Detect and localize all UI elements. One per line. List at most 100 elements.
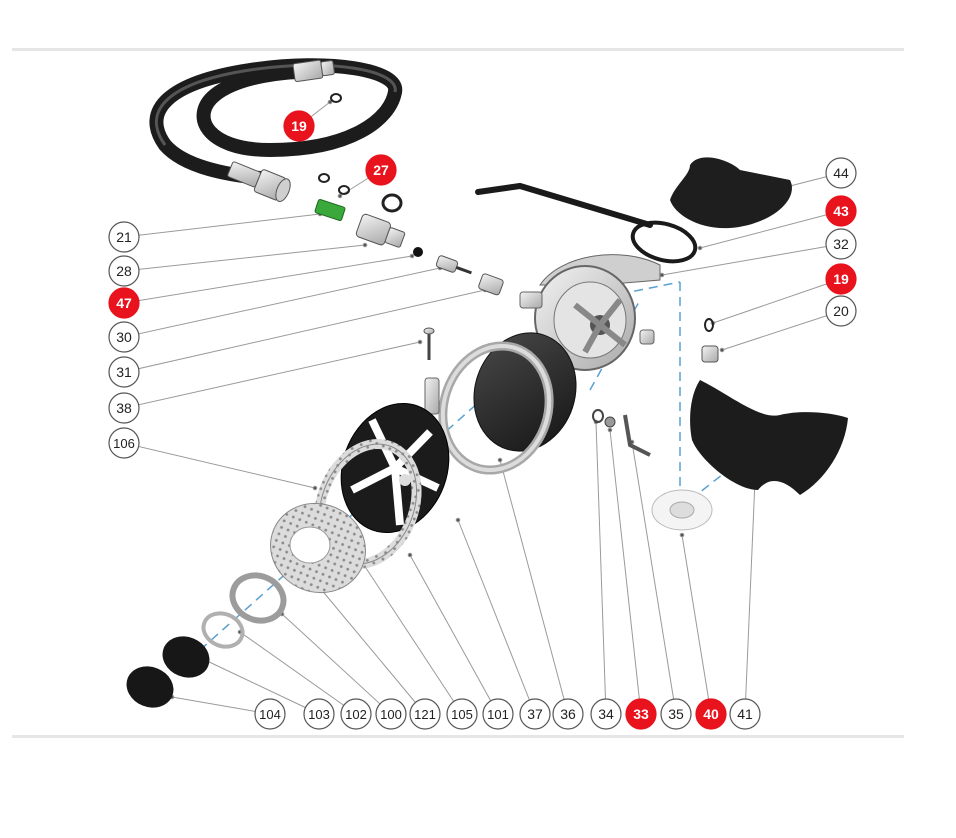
callout-badge — [552, 698, 584, 730]
leader-line-104 — [171, 696, 271, 715]
callout-44: 44 — [825, 157, 857, 189]
leader-tip — [417, 339, 423, 345]
o-ring-parts — [318, 93, 714, 332]
callout-badge — [519, 698, 551, 730]
callout-20: 20 — [825, 295, 857, 327]
callout-label: 19 — [291, 118, 307, 134]
callout-label: 21 — [116, 229, 132, 245]
tie-strap — [475, 182, 698, 264]
bushing — [478, 273, 504, 296]
leader-line-36 — [499, 459, 569, 715]
callout-badge — [108, 356, 140, 388]
callout-label: 100 — [380, 707, 402, 722]
callout-badge — [108, 321, 140, 353]
leader-tip — [607, 427, 613, 433]
callout-badge — [254, 698, 286, 730]
leader-line-121 — [314, 581, 426, 715]
callout-label: 19 — [833, 271, 849, 287]
callout-label: 101 — [487, 707, 509, 722]
green-fitting — [314, 199, 346, 221]
hose-assembly — [149, 58, 403, 202]
purge-button — [162, 636, 210, 678]
leader-line-20 — [721, 310, 842, 351]
callout-label: 41 — [737, 706, 753, 722]
leader-line-37 — [457, 519, 536, 715]
callout-label: 40 — [703, 706, 719, 722]
leader-tip — [719, 347, 725, 353]
callout-105: 105 — [446, 698, 478, 730]
clamp-ring — [424, 341, 554, 475]
callout-31: 31 — [108, 356, 140, 388]
small-o-ring — [413, 247, 423, 257]
callout-label: 30 — [116, 329, 132, 345]
leader-line-43 — [699, 210, 842, 249]
callout-badge — [108, 255, 140, 287]
bottom-divider — [12, 735, 904, 738]
callout-label: 121 — [414, 707, 436, 722]
callout-badge — [108, 427, 140, 459]
exhaust-washers — [592, 409, 651, 457]
dust-cap — [126, 666, 174, 708]
callout-34: 34 — [590, 698, 622, 730]
perforated-cover — [270, 502, 366, 594]
leader-line-33 — [609, 429, 642, 715]
callout-label: 38 — [116, 400, 132, 416]
callout-label: 106 — [113, 436, 135, 451]
purge-ring — [229, 572, 287, 624]
callout-100: 100 — [375, 698, 407, 730]
leader-tip — [312, 485, 318, 491]
leader-line-34 — [595, 421, 607, 715]
cap-nut — [701, 345, 719, 363]
callout-label: 20 — [833, 303, 849, 319]
callout-badge — [825, 195, 857, 227]
callout-badge — [283, 110, 315, 142]
leader-line-105 — [361, 561, 463, 715]
callout-106: 106 — [108, 427, 140, 459]
leader-line-41 — [744, 479, 756, 715]
callout-label: 27 — [373, 162, 389, 178]
callout-label: 28 — [116, 263, 132, 279]
callout-label: 105 — [451, 707, 473, 722]
callout-badge — [482, 698, 514, 730]
valve-pin — [435, 255, 472, 275]
callout-badge — [446, 698, 478, 730]
callout-label: 35 — [668, 706, 684, 722]
leader-line-38 — [123, 341, 421, 409]
callout-33: 33 — [625, 698, 657, 730]
leader-tip — [659, 272, 665, 278]
callout-121: 121 — [409, 698, 441, 730]
callout-badge — [409, 698, 441, 730]
callout-badge — [303, 698, 335, 730]
callout-label: 47 — [116, 295, 132, 311]
callout-label: 37 — [527, 706, 543, 722]
callout-badge — [375, 698, 407, 730]
leader-tip — [679, 532, 685, 538]
leader-tip — [362, 242, 368, 248]
callout-101: 101 — [482, 698, 514, 730]
callout-36: 36 — [552, 698, 584, 730]
callout-19: 19 — [825, 263, 857, 295]
leader-line-32 — [661, 243, 842, 276]
callout-28: 28 — [108, 255, 140, 287]
callout-40: 40 — [695, 698, 727, 730]
callout-label: 102 — [345, 707, 367, 722]
callout-badge — [660, 698, 692, 730]
leader-line-103 — [204, 659, 320, 715]
hose-fitting-top — [292, 59, 335, 82]
leader-tip — [327, 99, 333, 105]
callout-21: 21 — [108, 221, 140, 253]
callout-label: 31 — [116, 364, 132, 380]
leader-line-106 — [123, 442, 316, 489]
leader-tip — [409, 253, 415, 259]
callout-badge — [825, 263, 857, 295]
leader-tip — [337, 193, 343, 199]
leader-line-19 — [712, 278, 842, 324]
leader-tip — [407, 552, 413, 558]
callout-label: 103 — [308, 707, 330, 722]
swivel-adapter — [355, 213, 406, 248]
callout-badge — [108, 392, 140, 424]
callout-badge — [365, 154, 397, 186]
callout-badge — [729, 698, 761, 730]
